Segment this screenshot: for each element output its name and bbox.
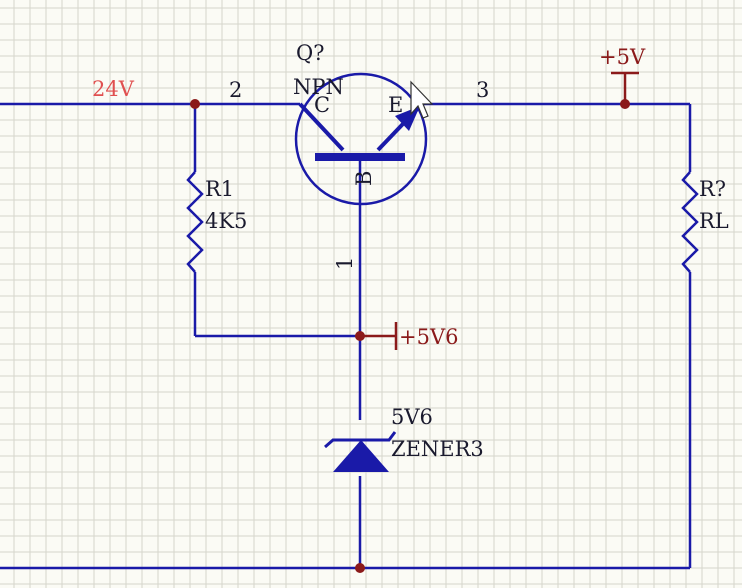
junction-5v[interactable] — [620, 99, 630, 109]
zener-triangle — [333, 440, 389, 472]
mouse-cursor-icon — [410, 80, 434, 119]
transistor-npn[interactable] — [294, 72, 428, 206]
transistor-emitter-arrow — [395, 106, 420, 131]
pin-label-3: 3 — [476, 78, 489, 102]
zener-value[interactable]: 5V6 — [391, 405, 433, 429]
transistor-designator[interactable]: Q? — [296, 41, 324, 65]
r1-designator[interactable]: R1 — [205, 177, 234, 201]
resistors — [186, 171, 699, 273]
resistor-rl[interactable] — [681, 171, 699, 273]
zener-cathode-bar — [324, 431, 397, 449]
zener-part[interactable]: ZENER3 — [391, 437, 484, 461]
pin-label-2: 2 — [229, 78, 242, 102]
junction-base[interactable] — [355, 331, 365, 341]
junction-ground[interactable] — [355, 563, 365, 573]
power-5v-label[interactable]: +5V — [599, 45, 646, 69]
pin-label-e: E — [388, 93, 403, 117]
wires — [0, 74, 692, 570]
transistor-type[interactable]: NPN — [293, 75, 344, 99]
pin-label-c: C — [314, 93, 330, 117]
rl-value[interactable]: RL — [699, 209, 729, 233]
resistor-r1[interactable] — [186, 171, 204, 273]
power-5v6-label[interactable]: +5V6 — [399, 325, 458, 349]
rl-designator[interactable]: R? — [699, 177, 726, 201]
power-bars — [394, 71, 639, 350]
pin-label-1: 1 — [333, 257, 357, 270]
r1-value[interactable]: 4K5 — [205, 209, 247, 233]
junctions — [190, 99, 630, 573]
transistor-collector-lead — [298, 102, 345, 152]
zener-diode[interactable] — [324, 431, 397, 472]
transistor-body — [294, 72, 428, 206]
pin-label-b: B — [352, 171, 376, 186]
junction-24v[interactable] — [190, 99, 200, 109]
net-label-24v[interactable]: 24V — [92, 77, 135, 101]
